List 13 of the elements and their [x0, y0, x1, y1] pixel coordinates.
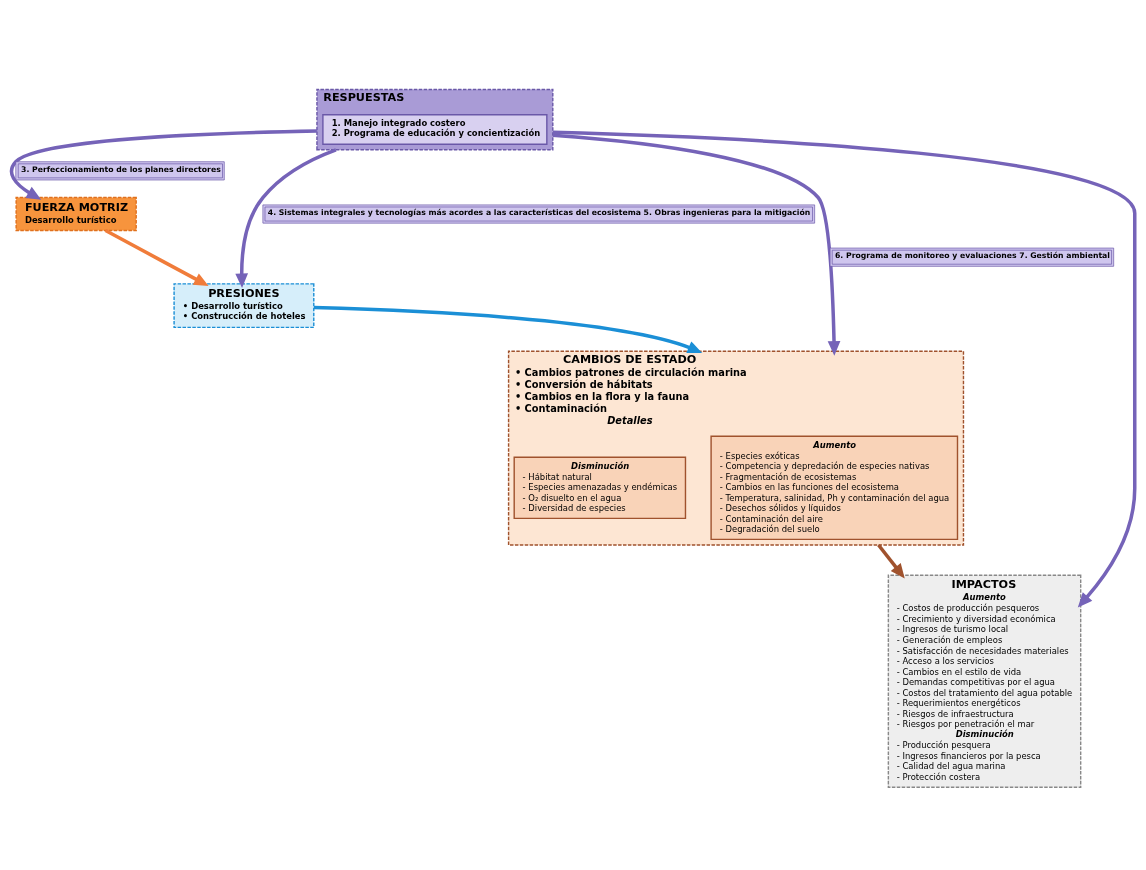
node-box: Aumento - Especies exóticas - Competencia y depredación de especies nativas - Fragmentación de ecosistemas - Cambios en las funciones del ecosistema - Temperatura, salinidad, Ph y contaminación del agua - Desechos sólidos y líquidos - Contaminación del aire - Degradación del suelo	[710, 435, 959, 540]
arrow	[552, 132, 841, 356]
node-box: PRESIONES • Desarrollo turístico • Construcción de hoteles	[173, 282, 315, 328]
arrow	[313, 305, 703, 353]
node-box: FUERZA MOTRIZ Desarrollo turístico	[15, 196, 137, 231]
node-box: Disminución - Hábitat natural - Especies amenazadas y endémicas - O₂ disuelto en el agua - Diversidad de especies	[513, 456, 687, 519]
arrow	[104, 228, 209, 286]
node-box: 1. Manejo integrado costero 2. Programa de educación y concientización	[322, 113, 548, 145]
arrow	[552, 130, 1137, 607]
arrow	[9, 128, 317, 200]
arrow	[235, 147, 337, 288]
node-box: IMPACTOS Aumento - Costos de producción pesqueros - Crecimiento y diversidad económica - Ingresos de turismo local - Generación de empleos - Satisfacción de necesidades materiales - Acceso a los servicios - Cambios en el estilo de vida - Demandas competitivas por el agua - Costos del tratamiento del agua potable - Requerimientos energéticos - Riesgos de infraestructura - Riesgos por penetración el mar Disminución - Producción pesquera - Ingresos financieros por la pesca - Calidad del agua marina - Protección costera	[887, 574, 1082, 788]
arrow	[877, 543, 905, 579]
